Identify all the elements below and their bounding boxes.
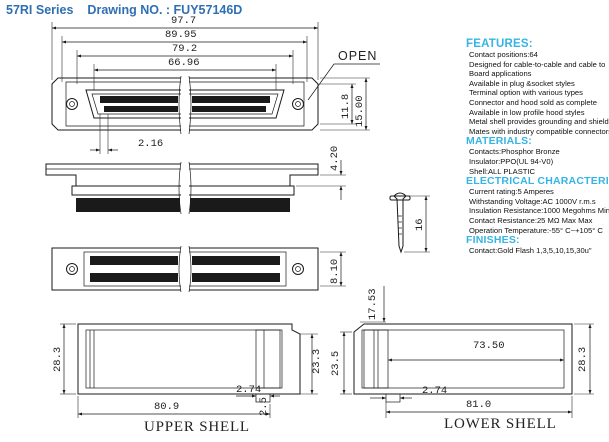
material-item: Shell:ALL PLASTIC	[469, 166, 535, 176]
drawing-number: Drawing NO. : FUY57146D	[87, 3, 243, 17]
upper-shell-offset: 2.74	[236, 384, 262, 396]
electrical-heading: ELECTRICAL CHARACTERISTICS:	[466, 175, 609, 188]
feature-item: Connector and hood sold as complete	[469, 97, 597, 107]
upper-shell-width: 80.9	[154, 401, 180, 413]
terminal-row	[76, 198, 290, 212]
lower-shell-label: LOWER SHELL	[444, 416, 557, 432]
dim-face-height: 11.8	[340, 93, 352, 119]
lower-shell-drawing	[340, 286, 594, 418]
dim-pitch: 2.16	[138, 138, 164, 150]
open-label: OPEN	[338, 49, 378, 63]
feature-item: Terminal option with various types	[469, 88, 583, 98]
electrical-item: Insulation Resistance:1000 Megohms Min	[469, 206, 609, 216]
electrical-item: Operation Temperature:-55° C~+105° C	[469, 225, 603, 235]
pitch-dimension	[90, 114, 118, 154]
upper-shell-label: UPPER SHELL	[144, 419, 250, 435]
lower-shell-inner-width: 73.50	[473, 340, 505, 352]
lower-shell-right-height: 28.3	[577, 346, 589, 372]
dim-contact-span: 66.96	[168, 57, 200, 69]
lower-shell-width: 81.0	[466, 399, 492, 411]
upper-shell-inner-height: 23.3	[311, 348, 323, 374]
lower-shell-clip-height: 17.53	[367, 288, 379, 320]
feature-item: Board applications	[469, 69, 532, 79]
upper-shell-height: 28.3	[52, 346, 64, 372]
finishes-heading: FINISHES:	[466, 234, 520, 247]
upper-shell-drawing	[60, 323, 318, 418]
top-dimension-lines	[51, 22, 319, 90]
lower-shell-left-height: 23.5	[330, 350, 342, 376]
feature-item: Designed for cable-to-cable and cable to	[469, 59, 606, 69]
features-heading: FEATURES:	[466, 38, 533, 50]
electrical-item: Withstanding Voltage:AC 1000V r.m.s	[469, 196, 596, 206]
electrical-item: Current rating:5 Amperes	[469, 187, 554, 197]
lower-shell-offset: 2.74	[422, 385, 448, 397]
connector-side-view	[45, 160, 346, 216]
feature-item: Mates with industry compatible connector…	[469, 126, 609, 136]
feature-item: Available in plug &socket styles	[469, 78, 575, 88]
dim-flange-height: 15.00	[354, 95, 366, 127]
open-callout	[307, 63, 380, 101]
dim-overall-length: 97.7	[171, 15, 197, 27]
feature-item: Contact positions:64	[469, 50, 538, 59]
electrical-item: Contact Resistance:25 MΩ Max Max	[469, 215, 593, 225]
connector-top-view	[51, 74, 319, 136]
feature-item: Metal shell provides grounding and shiel…	[469, 117, 609, 127]
material-item: Insulator:PPO(UL 94-V0)	[469, 156, 554, 166]
dim-shell-length: 89.95	[165, 29, 197, 41]
material-item: Contacts:Phosphor Bronze	[469, 147, 560, 157]
upper-shell-lip: 2.5	[258, 397, 270, 416]
spec-panel: FEATURES: Contact positions:64 Designed …	[466, 38, 609, 256]
side-dimensions	[320, 77, 370, 131]
contact-pin-detail	[389, 192, 430, 254]
feature-item: Available in low profile hood styles	[469, 107, 585, 117]
dim-mounting-span: 79.2	[172, 43, 198, 55]
connector-bottom-view	[51, 244, 346, 294]
finish-item: Contact:Gold Flash 1,3,5,10,15,30u"	[469, 246, 592, 256]
dim-terminal-height: 8.10	[329, 258, 341, 284]
series-name: 57RI Series	[6, 3, 74, 17]
drawing-title: 57RI Series Drawing NO. : FUY57146D	[6, 3, 242, 17]
terminal-grid	[90, 256, 280, 282]
dim-pin-length: 16	[414, 218, 426, 231]
dim-body-height: 4.20	[329, 145, 341, 171]
materials-heading: MATERIALS:	[466, 135, 532, 148]
contact-row-top	[100, 96, 270, 112]
